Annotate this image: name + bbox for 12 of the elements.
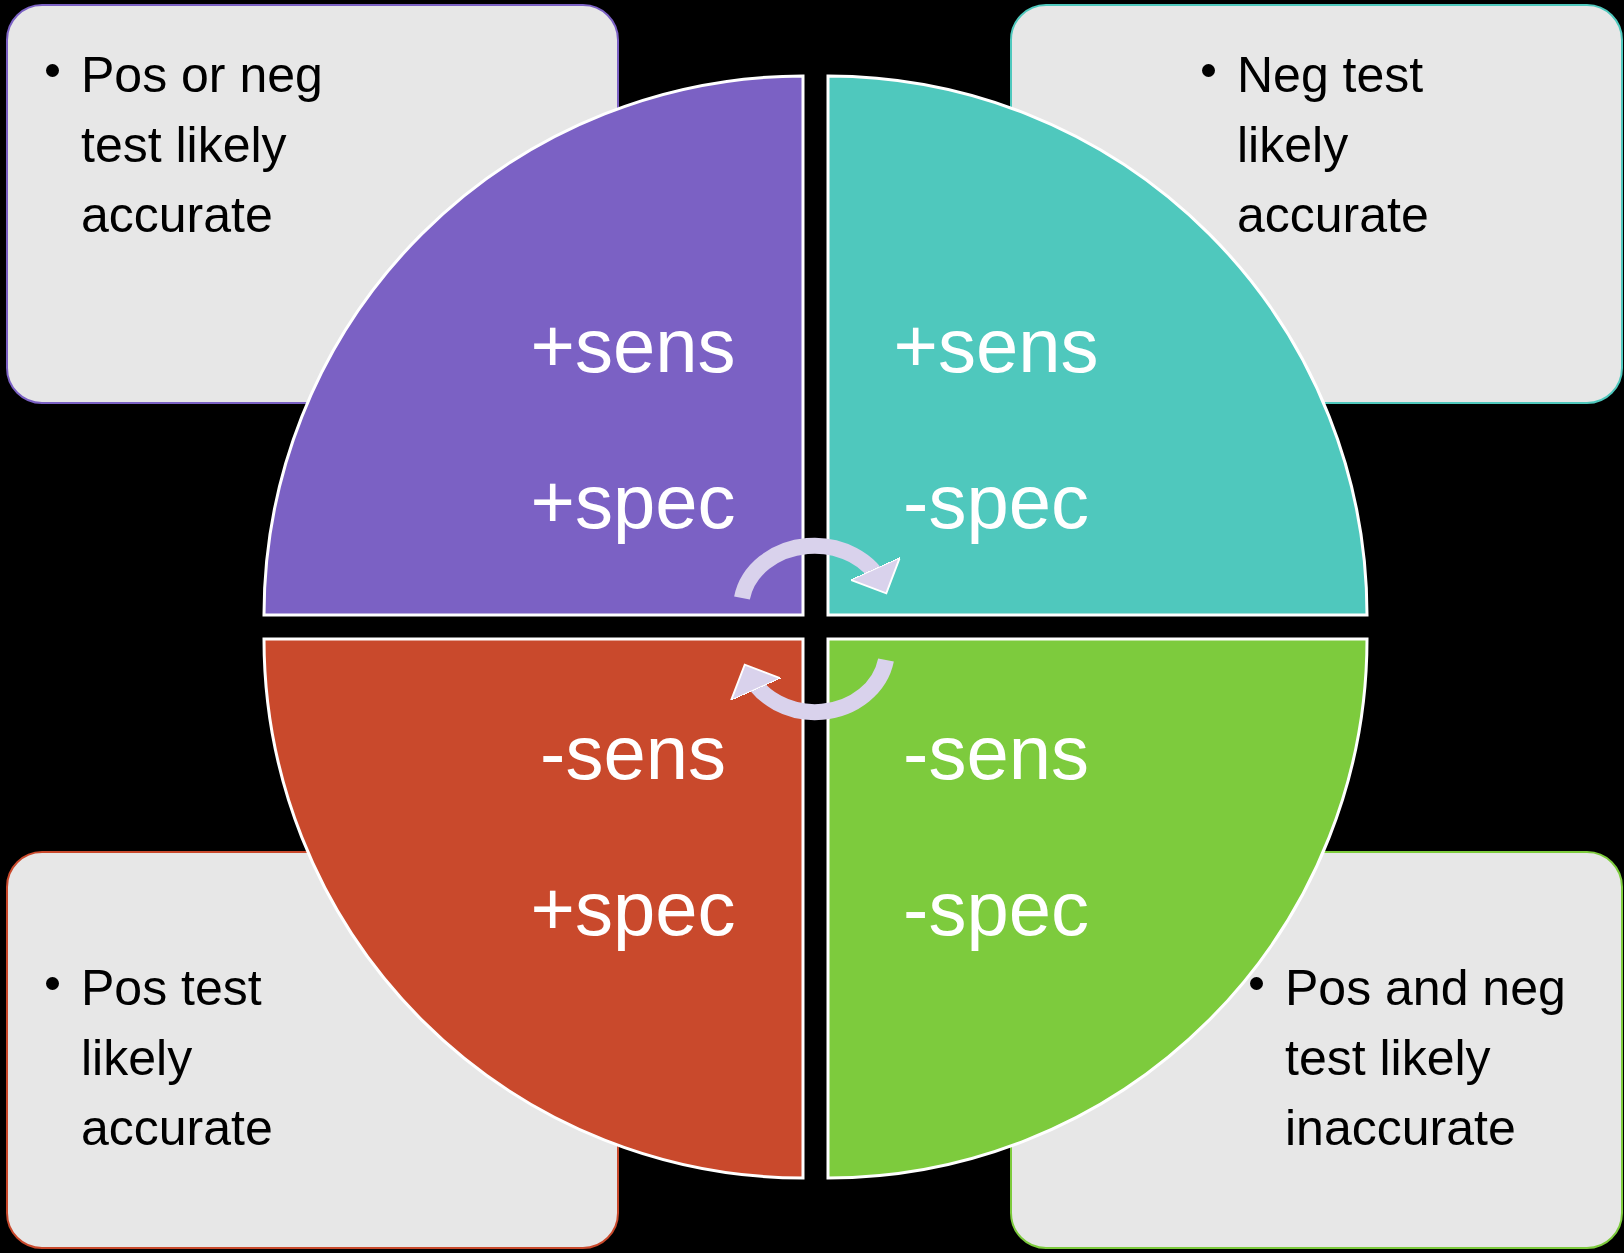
quadrant-label: -spec [903, 869, 1089, 949]
callout-text: Pos test likely accurate [81, 959, 274, 1158]
quadrant-label: +sens [530, 306, 736, 386]
quadrant-label: +spec [530, 869, 736, 949]
quadrant-label: -sens [540, 713, 726, 793]
quadrant-label: -sens [903, 713, 1089, 793]
callout-text: Neg test likely accurate [1237, 46, 1430, 245]
quadrant-label: +sens [893, 306, 1099, 386]
quadrant-label: +spec [530, 462, 736, 542]
quadrant-label: -spec [903, 462, 1089, 542]
callout-text: Pos or neg test likely accurate [81, 46, 324, 245]
callout-text: Pos and neg test likely inaccurate [1285, 959, 1567, 1158]
